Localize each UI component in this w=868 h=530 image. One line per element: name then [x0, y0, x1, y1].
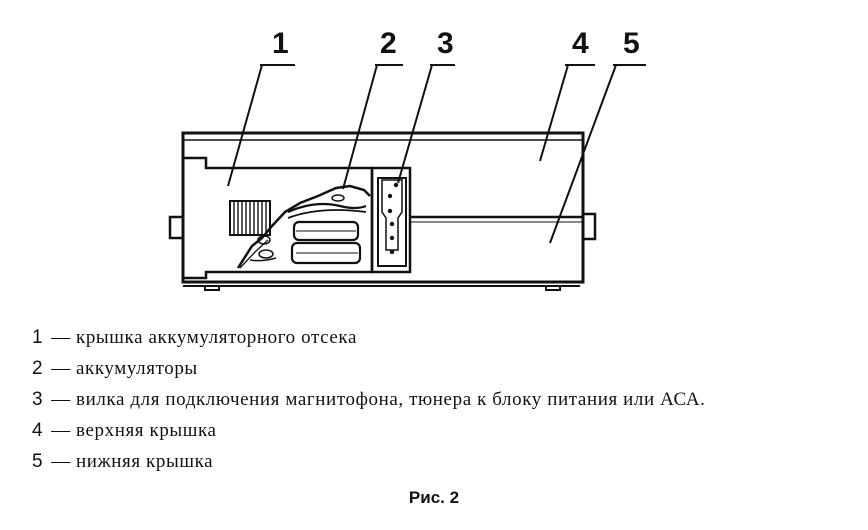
legend-text: верхняя крышка: [76, 420, 217, 441]
callout-labels: 1 2 3 4 5: [272, 27, 640, 60]
legend-item: 4 —верхняя крышка: [32, 415, 706, 446]
legend-dash: —: [51, 451, 71, 472]
legend-text: аккумуляторы: [76, 358, 198, 379]
legend-item: 5 —нижняя крышка: [32, 446, 706, 477]
legend-text: вилка для подключения магнитофона, тюнер…: [76, 389, 706, 410]
leader-lines: [227, 64, 646, 244]
battery-compartment: [229, 184, 371, 269]
device-diagram: 1 2 3 4 5: [168, 27, 646, 291]
device-body: [168, 131, 597, 291]
power-plug: [370, 166, 412, 274]
callout-4: 4: [572, 27, 589, 60]
legend-number: 4: [32, 420, 44, 441]
legend-number: 1: [32, 327, 44, 348]
legend-item: 1 —крышка аккумуляторного отсека: [32, 322, 706, 353]
legend-dash: —: [51, 358, 71, 379]
legend-text: крышка аккумуляторного отсека: [76, 327, 357, 348]
legend: 1—крышка аккумуляторного отсека 2—аккуму…: [32, 322, 706, 477]
callout-2: 2: [380, 27, 397, 60]
legend-number: 5: [32, 451, 44, 472]
legend-dash: —: [51, 389, 71, 410]
legend-number: 3: [32, 389, 44, 410]
legend-number: 2: [32, 358, 44, 379]
figure-caption: Рис. 2: [408, 488, 460, 507]
legend-text: нижняя крышка: [76, 451, 214, 472]
legend-dash: —: [51, 420, 71, 441]
callout-3: 3: [437, 27, 454, 60]
legend-item: 2 —аккумуляторы: [32, 353, 706, 384]
callout-1: 1: [272, 27, 289, 60]
legend-item: 3 —вилка для подключения магнитофона, тюн…: [32, 384, 706, 415]
legend-dash: —: [51, 327, 71, 348]
callout-5: 5: [623, 27, 640, 60]
